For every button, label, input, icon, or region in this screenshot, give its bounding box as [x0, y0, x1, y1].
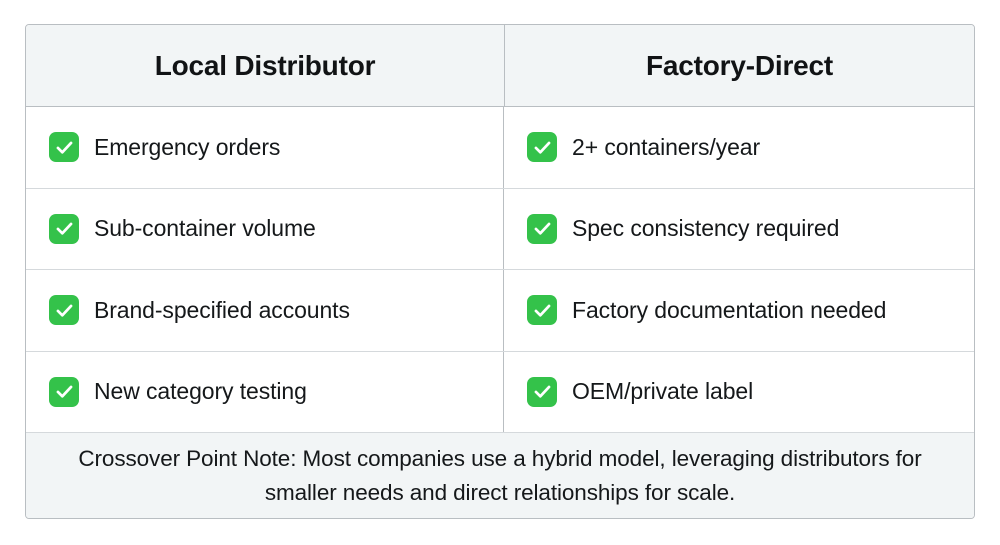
cell-label: Brand-specified accounts: [94, 296, 350, 323]
check-square-icon: [49, 213, 79, 244]
check-square-icon: [49, 376, 79, 407]
table-row: Emergency orders 2+ containers/year: [26, 107, 974, 189]
check-square-icon: [527, 295, 557, 326]
cell-local-distributor-2: Sub-container volume: [26, 188, 504, 269]
check-square-icon: [527, 132, 557, 163]
column-header-factory-direct: Factory-Direct: [645, 49, 834, 81]
comparison-table: Local Distributor Factory-Direct Emergen…: [25, 24, 975, 519]
cell-factory-direct-1: 2+ containers/year: [504, 107, 974, 188]
table-row: New category testing OEM/private label: [26, 351, 974, 433]
cell-label: New category testing: [94, 378, 307, 405]
cell-local-distributor-4: New category testing: [26, 351, 504, 432]
table-row: Brand-specified accounts Factory documen…: [26, 270, 974, 352]
footer-note-text: Crossover Point Note: Most companies use…: [78, 445, 922, 505]
table-body: Emergency orders 2+ containers/year Sub-…: [26, 107, 974, 433]
cell-factory-direct-4: OEM/private label: [504, 352, 974, 433]
table-header-row: Local Distributor Factory-Direct: [26, 25, 974, 107]
column-header-local-distributor: Local Distributor: [26, 25, 505, 106]
cell-label: Spec consistency required: [572, 215, 840, 242]
cell-factory-direct-2: Spec consistency required: [504, 189, 974, 270]
cell-local-distributor-1: Emergency orders: [26, 107, 504, 188]
check-square-icon: [49, 295, 79, 326]
cell-label: 2+ containers/year: [572, 133, 761, 160]
crossover-point-note: Crossover Point Note: Most companies use…: [26, 433, 974, 518]
check-square-icon: [527, 376, 557, 407]
check-square-icon: [527, 213, 557, 244]
cell-label: Sub-container volume: [94, 215, 316, 242]
cell-label: Factory documentation needed: [572, 296, 887, 323]
cell-label: OEM/private label: [572, 378, 754, 405]
cell-local-distributor-3: Brand-specified accounts: [26, 270, 504, 351]
cell-label: Emergency orders: [94, 133, 281, 160]
table-row: Sub-container volume Spec consistency re…: [26, 188, 974, 270]
cell-factory-direct-3: Factory documentation needed: [504, 270, 974, 351]
check-square-icon: [49, 132, 79, 163]
